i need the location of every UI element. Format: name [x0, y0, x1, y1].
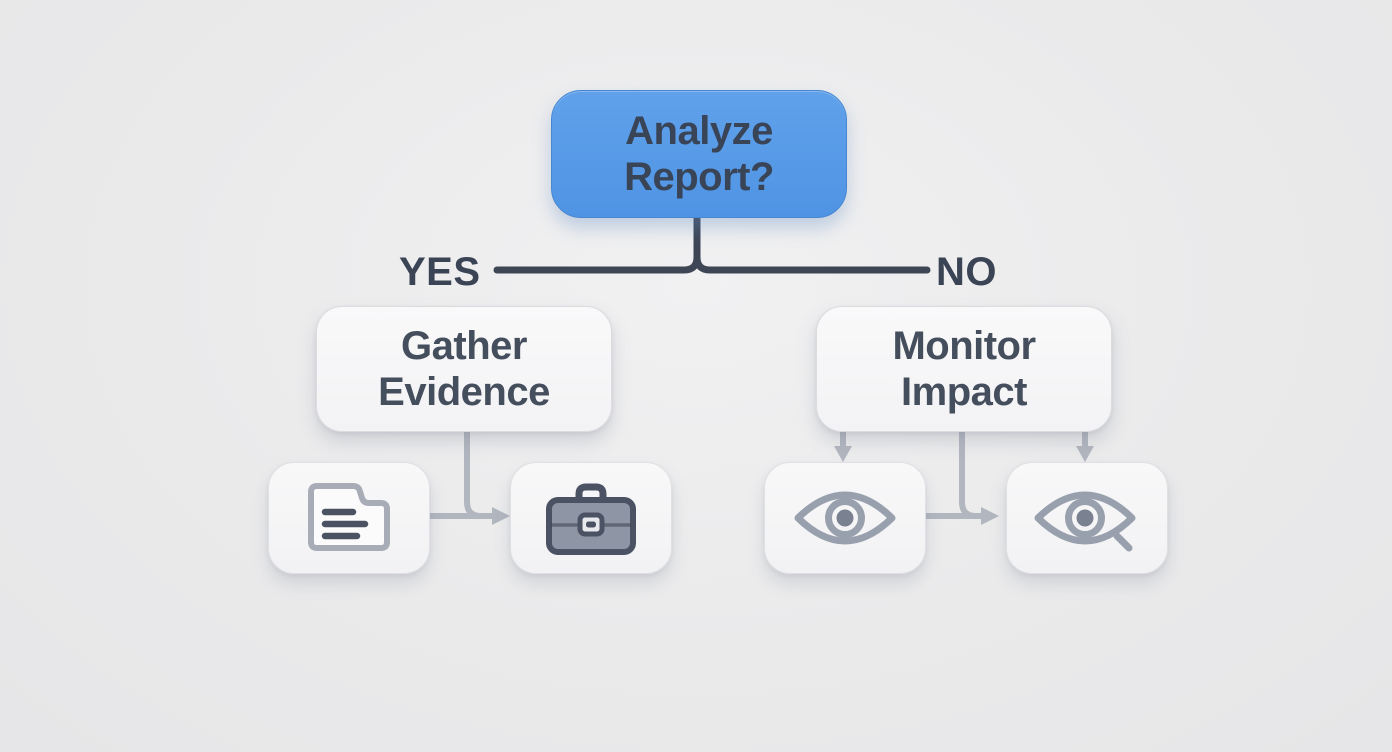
monitor-impact-connectors — [840, 428, 1088, 519]
edge-label-no: NO — [936, 250, 997, 294]
edge-label-yes: YES — [399, 250, 481, 294]
document-icon — [308, 483, 390, 551]
monitor-label-line1: Monitor — [892, 324, 1036, 368]
decision-label-line2: Report? — [624, 155, 774, 199]
arrowhead-down-to-eye-right — [1076, 446, 1094, 462]
action-node-monitor-impact: Monitor Impact — [816, 306, 1112, 432]
decision-label-line1: Analyze — [625, 109, 773, 153]
gather-evidence-connectors — [428, 429, 495, 519]
action-node-gather-evidence: Gather Evidence — [316, 306, 612, 432]
arrowhead-to-briefcase — [492, 507, 510, 525]
decision-branch-connector — [493, 211, 931, 274]
eye-icon — [794, 491, 896, 545]
arrowhead-down-to-eye-left — [834, 446, 852, 462]
leaf-card-briefcase — [510, 462, 672, 574]
leaf-card-eye-scan — [1006, 462, 1168, 574]
monitor-label-line2: Impact — [901, 370, 1027, 414]
gather-label-line2: Evidence — [378, 370, 550, 414]
leaf-card-eye — [764, 462, 926, 574]
decision-node-analyze-report: Analyze Report? — [551, 90, 847, 218]
briefcase-icon — [546, 483, 636, 555]
leaf-card-document — [268, 462, 430, 574]
gather-label-line1: Gather — [401, 324, 527, 368]
arrowhead-to-eye-right — [981, 507, 999, 525]
eye-scan-icon — [1034, 491, 1136, 552]
